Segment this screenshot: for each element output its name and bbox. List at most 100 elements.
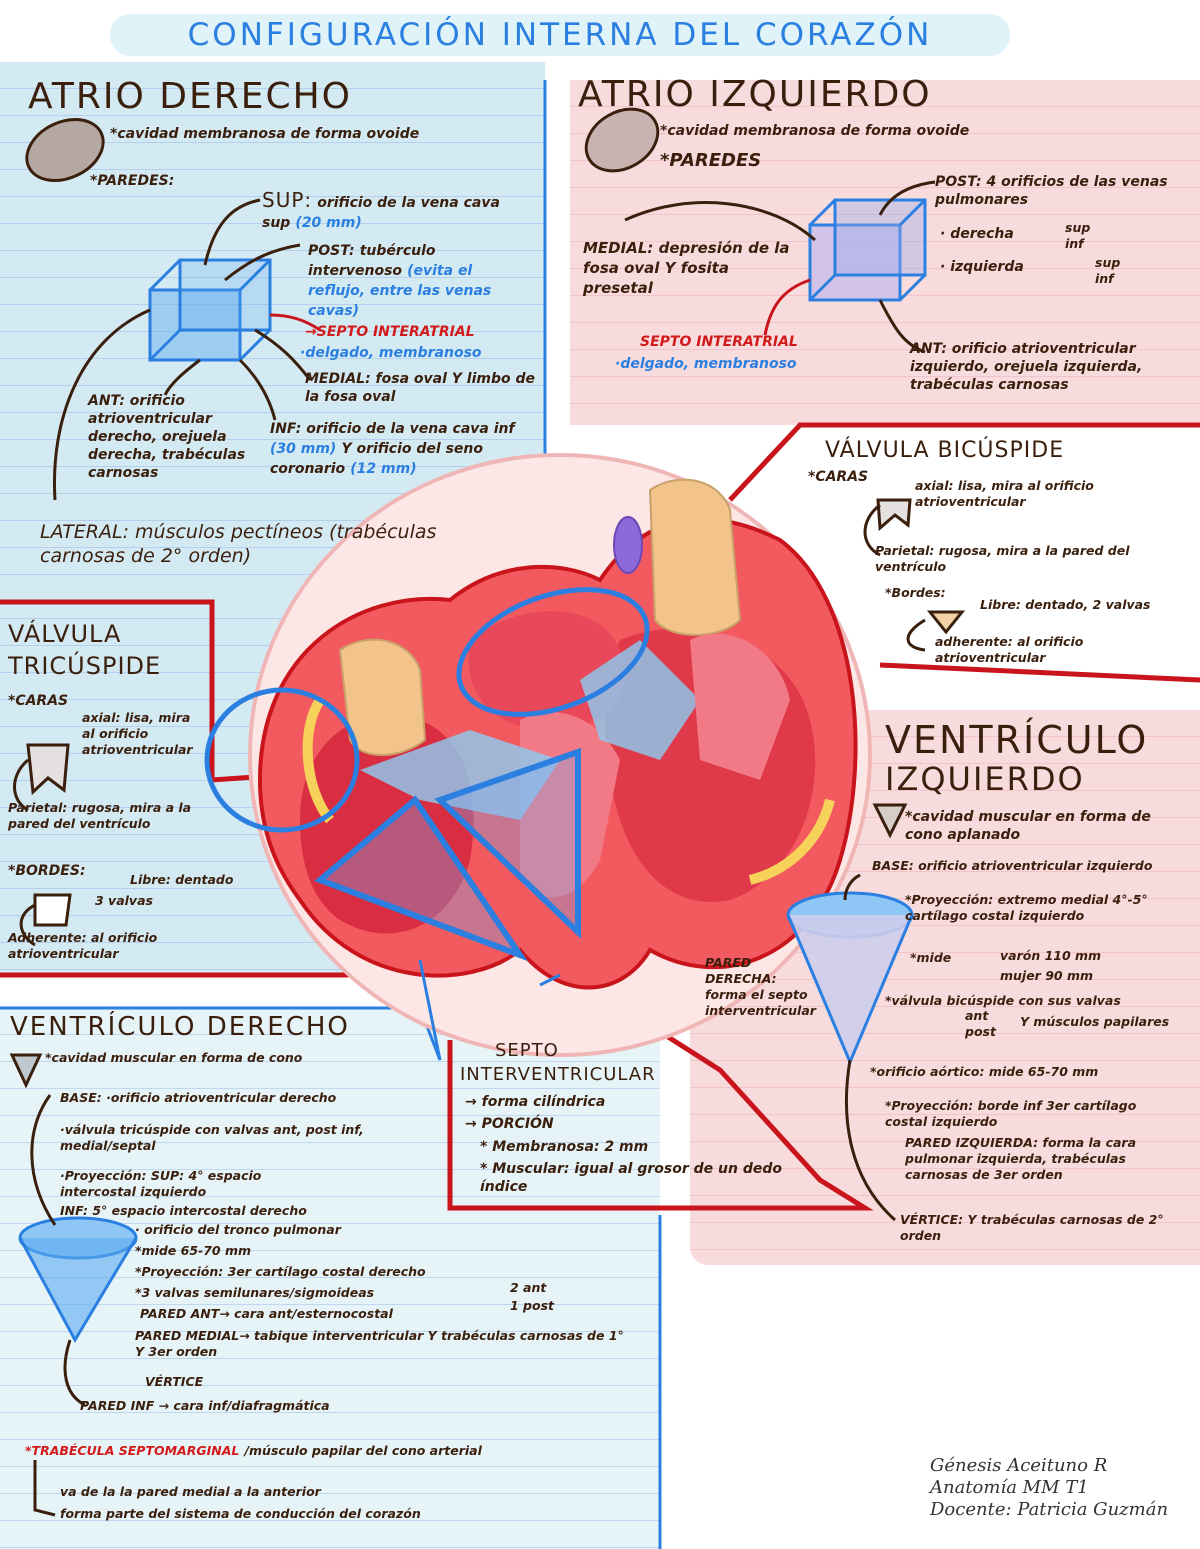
ad-post: POST: tubérculo intervenoso (evita el re… — [308, 240, 533, 320]
ai-der-sup: sup — [1065, 220, 1091, 235]
vi-pared-izq: PARED IZQUIERDA: forma la cara pulmonar … — [905, 1135, 1137, 1182]
vd-pared-medial: PARED MEDIAL→ tabique interventricular Y… — [135, 1328, 624, 1359]
cube-icon-atrio-derecho — [148, 258, 272, 362]
vd-proyeccion: ·Proyección: SUP: 4° espacio intercostal… — [60, 1168, 262, 1199]
ad-sup: SUP: orificio de la vena cava sup (20 mm… — [262, 188, 532, 232]
vd-post-n: 1 post — [510, 1298, 555, 1313]
ad-inf-rest: Y orificio del seno coronario — [270, 441, 483, 477]
ai-der-inf: inf — [1065, 236, 1084, 251]
ad-inf-text: INF: orificio de la vena cava inf — [270, 421, 515, 437]
ai-izq-inf: inf — [1095, 271, 1114, 286]
tri-parietal: Parietal: rugosa, mira a la pared del ve… — [8, 800, 192, 831]
ad-medial: MEDIAL: fosa oval Y limbo de la fosa ova… — [305, 371, 536, 405]
vi-musculos: Y músculos papilares — [1020, 1014, 1170, 1029]
bicuspide-heading: VÁLVULA BICÚSPIDE — [825, 438, 1065, 463]
vi-vertice: VÉRTICE: Y trabéculas carnosas de 2° ord… — [900, 1212, 1164, 1243]
ai-post: POST: 4 orificios de las venas pulmonare… — [935, 174, 1168, 208]
bi-adherente: adherente: al orificio atrioventricular — [935, 634, 1084, 665]
vi-proy2: *Proyección: borde inf 3er cartílago cos… — [885, 1098, 1137, 1129]
ai-paredes: *PAREDES — [660, 150, 762, 171]
ad-inf-mm: (30 mm) — [270, 441, 337, 457]
vi-base: BASE: orificio atrioventricular izquierd… — [872, 858, 1153, 873]
vd-pared-inf: PARED INF → cara inf/diafragmática — [80, 1398, 330, 1413]
vi-heading-2: IZQUIERDO — [885, 760, 1085, 798]
ai-ant: ANT: orificio atrioventricular izquierdo… — [910, 341, 1143, 393]
ad-ant: ANT: orificio atrioventricular derecho, … — [88, 393, 246, 481]
septo-iv-heading-2: INTERVENTRICULAR — [460, 1064, 656, 1085]
ai-izquierda: · izquierda — [940, 259, 1024, 275]
ad-paredes: *PAREDES: — [90, 173, 175, 189]
bi-caras: *CARAS — [808, 469, 869, 485]
vi-pared-der: PARED DERECHA: forma el septo interventr… — [705, 955, 816, 1018]
vd-pared-ant: PARED ANT→ cara ant/esternocostal — [140, 1306, 393, 1321]
ad-post-label: POST: — [308, 243, 355, 259]
tri-libre: Libre: dentado — [130, 872, 234, 887]
ad-cavidad: *cavidad membranosa de forma ovoide — [110, 126, 420, 142]
vd-vertice: VÉRTICE — [145, 1374, 204, 1389]
ad-inf-mm2: (12 mm) — [350, 461, 417, 477]
ad-lateral: LATERAL: músculos pectíneos (trabéculas … — [40, 521, 437, 567]
bi-parietal: Parietal: rugosa, mira a la pared del ve… — [875, 543, 1130, 574]
tri-bordes: *BORDES: — [8, 863, 86, 879]
vd-trabecula: *TRABÉCULA SEPTOMARGINAL /músculo papila… — [25, 1440, 625, 1459]
septo-iv-heading-1: SEPTO — [495, 1040, 559, 1061]
septo-iv-forma: → forma cilíndrica — [465, 1094, 606, 1110]
bi-axial: axial: lisa, mira al orificio atrioventr… — [915, 478, 1094, 509]
vd-trabecula-red: *TRABÉCULA SEPTOMARGINAL — [25, 1443, 240, 1458]
vi-aortico: *orificio aórtico: mide 65-70 mm — [870, 1064, 1099, 1079]
page-title: CONFIGURACIÓN INTERNA DEL CORAZÓN — [110, 14, 1010, 56]
ai-septo-note: ·delgado, membranoso — [615, 356, 797, 372]
ai-izq-sup: sup — [1095, 255, 1121, 270]
ad-post-text: tubérculo intervenoso — [308, 243, 436, 279]
vd-base: BASE: ·orificio atrioventricular derecho — [60, 1090, 337, 1105]
ai-cavidad: *cavidad membranosa de forma ovoide — [660, 123, 970, 139]
vd-valvula: ·válvula tricúspide con valvas ant, post… — [60, 1122, 364, 1153]
atrio-izquierdo-heading: ATRIO IZQUIERDO — [578, 74, 932, 115]
vi-valvula: *válvula bicúspide con sus valvas — [885, 993, 1121, 1008]
vd-proy2: *Proyección: 3er cartílago costal derech… — [135, 1264, 426, 1279]
ai-derecha: · derecha — [940, 226, 1014, 242]
vd-inf: INF: 5° espacio intercostal derecho — [60, 1203, 307, 1218]
vd-forma: forma parte del sistema de conducción de… — [60, 1506, 421, 1521]
cube-icon-atrio-izquierdo — [808, 198, 927, 302]
atrio-izquierdo-panel — [570, 80, 1200, 425]
vd-mide: *mide 65-70 mm — [135, 1243, 252, 1258]
septo-iv-porcion: → PORCIÓN — [465, 1116, 554, 1132]
vi-ant: ant — [965, 1008, 989, 1023]
septo-iv-membranosa: * Membranosa: 2 mm — [480, 1139, 649, 1155]
ai-septo: SEPTO INTERATRIAL — [640, 334, 798, 350]
vi-mujer: mujer 90 mm — [1000, 968, 1093, 983]
bi-bordes: *Bordes: — [885, 585, 946, 600]
signature: Génesis Aceituno R Anatomía MM T1 Docent… — [930, 1455, 1169, 1520]
ad-inf: INF: orificio de la vena cava inf (30 mm… — [270, 418, 532, 478]
vd-trabecula-text: /músculo papilar del cono arterial — [244, 1443, 482, 1458]
vd-ant-n: 2 ant — [510, 1280, 547, 1295]
vi-proyeccion: *Proyección: extremo medial 4°-5° cartíl… — [905, 892, 1148, 923]
ad-sup-label: SUP: — [262, 188, 313, 212]
ad-post-note: (evita el reflujo, entre las venas cavas… — [308, 263, 492, 319]
vd-va: va de la la pared medial a la anterior — [60, 1484, 321, 1499]
vi-cavidad: *cavidad muscular en forma de cono aplan… — [905, 809, 1151, 843]
tri-adherente: Adherente: al orificio atrioventricular — [8, 930, 158, 961]
vd-tronco: · orificio del tronco pulmonar — [135, 1222, 341, 1237]
vd-cavidad: *cavidad muscular en forma de cono — [45, 1050, 303, 1065]
ad-sup-text: orificio de la vena cava sup — [262, 195, 500, 231]
bi-libre: Libre: dentado, 2 valvas — [980, 597, 1151, 612]
tri-valvas: 3 valvas — [95, 893, 153, 908]
ad-septo-note: ·delgado, membranoso — [300, 345, 482, 361]
septo-iv-muscular: * Muscular: igual al grosor de un dedo í… — [480, 1161, 782, 1195]
tri-axial: axial: lisa, mira al orificio atrioventr… — [82, 710, 193, 757]
vi-varon: varón 110 mm — [1000, 948, 1102, 963]
vd-heading: VENTRÍCULO DERECHO — [10, 1012, 350, 1042]
tri-caras: *CARAS — [8, 693, 69, 709]
vi-post: post — [965, 1024, 996, 1039]
ad-sup-mm: (20 mm) — [295, 215, 362, 231]
tricuspide-heading: VÁLVULA TRICÚSPIDE — [8, 620, 162, 680]
vi-mide: *mide — [910, 950, 952, 965]
atrio-derecho-heading: ATRIO DERECHO — [28, 76, 353, 117]
ad-septo: →SEPTO INTERATRIAL — [305, 324, 475, 340]
vi-heading-1: VENTRÍCULO — [885, 718, 1149, 762]
ai-medial: MEDIAL: depresión de la fosa oval Y fosi… — [583, 239, 790, 297]
vd-valvas: *3 valvas semilunares/sigmoideas — [135, 1285, 375, 1300]
